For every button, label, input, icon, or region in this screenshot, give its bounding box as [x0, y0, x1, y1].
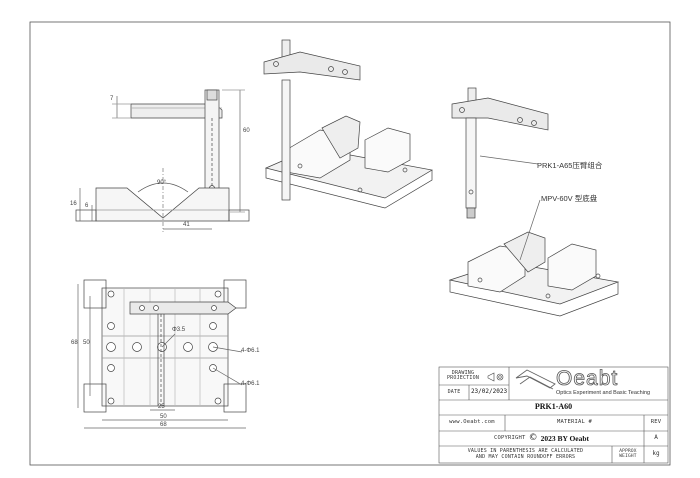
- copyright-line: COPYRIGHT © 2023 BY Oeabt: [439, 431, 644, 446]
- dim-6: 6: [85, 203, 89, 209]
- top-view: [77, 279, 247, 429]
- material-label: MATERIAL #: [556, 419, 593, 426]
- projection-symbol-icon: [487, 372, 504, 382]
- base-iso: [448, 199, 620, 317]
- brand-tagline: Optics Experiment and Basic Teaching: [556, 390, 651, 396]
- arm-iso: [451, 87, 549, 219]
- rev-value: A: [654, 434, 658, 442]
- drawing-projection-label: DRAWING PROJECTION: [446, 369, 480, 381]
- dim-16: 16: [70, 201, 77, 207]
- dim-50-v: 50: [83, 340, 90, 346]
- front-view: [75, 89, 250, 232]
- oeabt-logo-icon: [515, 369, 556, 390]
- dim-41: 41: [183, 222, 190, 228]
- copyright-icon: ©: [528, 432, 538, 443]
- weight-label: APPROX WEIGHT: [619, 448, 637, 459]
- values-note: VALUES IN PARENTHESIS ARE CALCULATED AND…: [467, 448, 584, 460]
- date-value: 23/02/2023: [470, 388, 508, 396]
- copyright-label: COPYRIGHT: [493, 434, 526, 441]
- dim-50-h: 50: [160, 414, 167, 420]
- brand-name: Oeabt: [556, 367, 619, 391]
- dim-68-h: 68: [160, 422, 167, 428]
- date-label: DATE: [447, 388, 461, 395]
- base-plate-callout: MPV-60V 型底盘: [541, 194, 598, 203]
- sheet-border: [29, 21, 671, 466]
- arm-group-callout: PRK1-A65压臂组合: [537, 161, 603, 170]
- dim-25: 25: [158, 404, 165, 410]
- dim-60: 60: [243, 128, 250, 134]
- part-number: PRK1-A60: [534, 402, 573, 412]
- rev-label: REV: [650, 419, 662, 426]
- dim-angle: 90°: [157, 180, 167, 186]
- copyright-value: 2023 BY Oeabt: [540, 433, 590, 443]
- dim-dia-35: Φ3.5: [172, 327, 186, 333]
- website: www.Oeabt.com: [449, 419, 495, 426]
- dim-dia-61-b: 4-Φ6.1: [241, 381, 260, 387]
- dim-dia-61-a: 4-Φ6.1: [241, 348, 260, 354]
- iso-assembly: [263, 39, 433, 209]
- title-block-frame: [438, 366, 669, 464]
- dim-68-v: 68: [71, 340, 78, 346]
- weight-unit: kg: [652, 450, 660, 458]
- dim-7: 7: [110, 96, 114, 102]
